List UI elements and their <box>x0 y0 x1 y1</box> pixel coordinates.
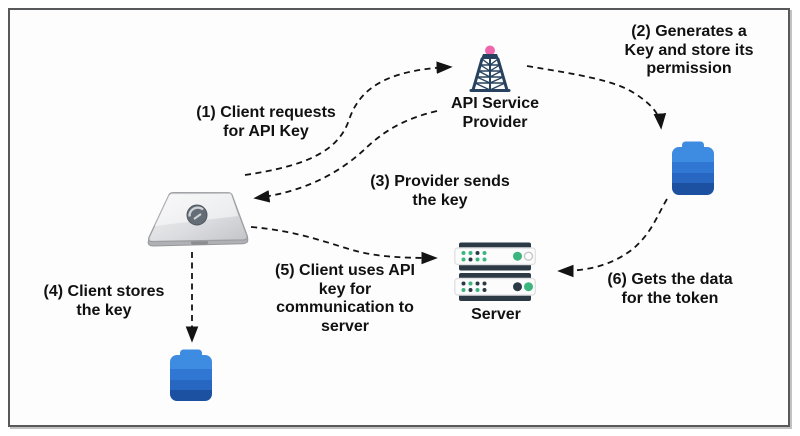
provider-label: API Service Provider <box>428 95 562 132</box>
client-device-icon <box>143 190 253 252</box>
provider-label-line: API Service <box>450 95 540 112</box>
step-2-label: (2) Generates a Key and store its permis… <box>624 23 754 77</box>
arrow-step-5-client-to-server <box>250 226 438 265</box>
step-4-label: (4) Client stores the key <box>43 283 165 319</box>
arrow-step-6-database-to-server <box>557 198 668 278</box>
step-1-label: (1) Client requests for API Key <box>196 104 336 140</box>
radio-tower-icon <box>469 43 515 95</box>
step-6-label: (6) Gets the data for the token <box>607 271 733 307</box>
step-3-label: (3) Provider sends the key <box>370 173 510 209</box>
server-label: Server <box>471 306 521 323</box>
database-icon <box>671 141 715 196</box>
arrow-step-2-provider-to-database <box>526 65 667 130</box>
server-rack-icon <box>454 242 538 303</box>
step-5-label: (5) Client uses API key for communicatio… <box>275 262 415 335</box>
provider-label-line: Provider <box>462 113 528 131</box>
diagram-frame <box>8 8 790 427</box>
arrow-step-3-provider-to-client <box>253 110 438 203</box>
database-icon <box>169 349 213 402</box>
